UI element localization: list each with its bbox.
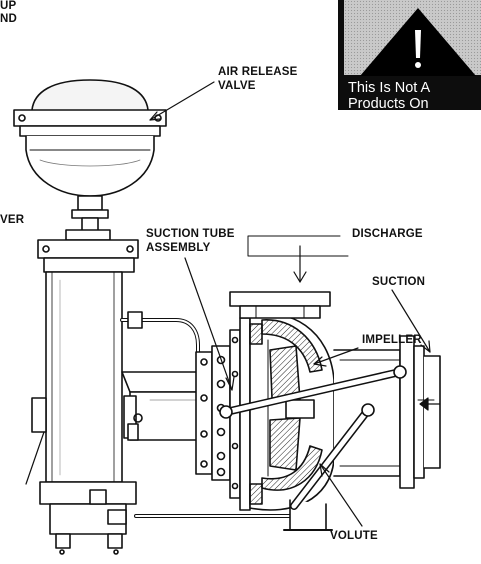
- label-suction-tube-1: SUCTION TUBE: [146, 228, 235, 240]
- leader-air-release: [149, 81, 215, 121]
- suction-nozzle: [333, 335, 441, 489]
- leader-lines: [25, 81, 441, 527]
- warning-text-line-2: Products On: [348, 96, 429, 110]
- label-suction-tube-2: ASSEMBLY: [146, 242, 211, 254]
- warning-triangle-icon: [360, 8, 476, 76]
- label-impeller: IMPELLER: [362, 334, 422, 346]
- leader-volute: [319, 463, 363, 527]
- leader-left: [25, 431, 45, 485]
- warning-sign: This Is Not A Products On: [338, 0, 481, 110]
- air-release-valve: [13, 79, 167, 237]
- label-discharge: DISCHARGE: [352, 228, 423, 240]
- label-air-release-valve-1: AIR RELEASE: [218, 66, 298, 78]
- label-top-left-1: UP: [0, 0, 17, 12]
- label-ver: VER: [0, 214, 25, 226]
- label-suction: SUCTION: [372, 276, 426, 288]
- leader-suction-tube: [184, 257, 233, 391]
- label-volute: VOLUTE: [330, 530, 378, 542]
- suction-tube-assembly: [219, 365, 407, 510]
- bearing-housing: [121, 371, 201, 441]
- leader-suction: [391, 289, 431, 353]
- label-air-release-valve-2: VALVE: [218, 80, 256, 92]
- volute-casing: [249, 312, 335, 531]
- warning-text-line-1: This Is Not A: [348, 80, 431, 96]
- leader-discharge: [247, 235, 349, 257]
- discharge-nozzle: [229, 291, 331, 319]
- priming-column: [31, 229, 139, 555]
- label-top-left-2: ND: [0, 13, 18, 25]
- leader-impeller: [313, 347, 359, 365]
